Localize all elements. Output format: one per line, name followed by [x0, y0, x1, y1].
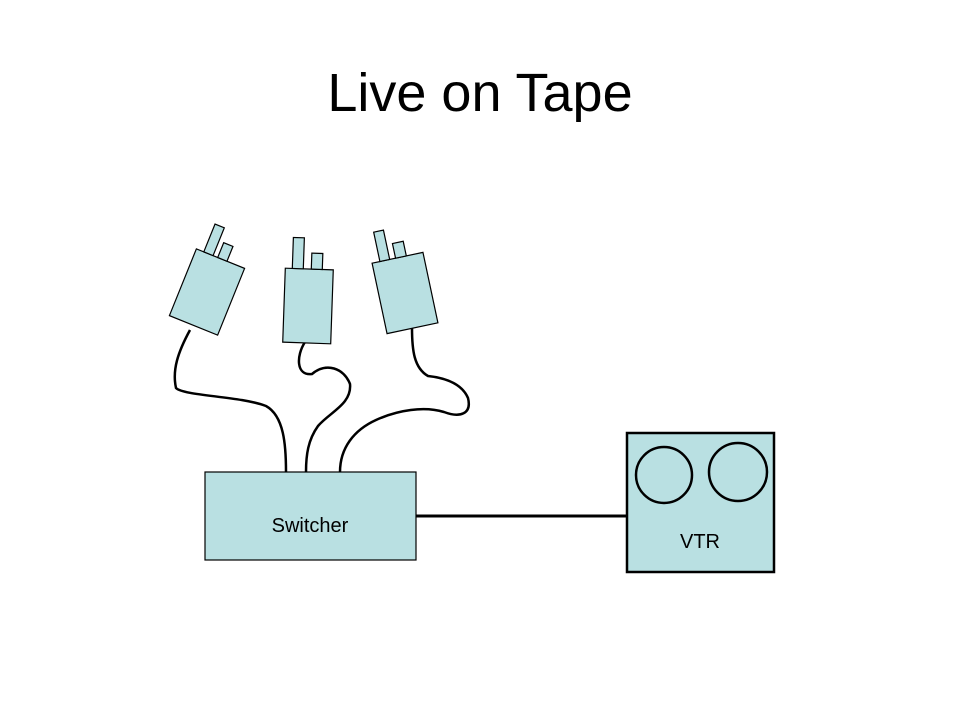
- camera-1: [168, 223, 246, 336]
- camera-cable-1: [173, 329, 288, 473]
- camera-1-lens: [203, 223, 226, 257]
- vtr-label: VTR: [680, 531, 720, 553]
- camera-2: [282, 236, 334, 345]
- camera-3-viewfinder: [391, 240, 408, 259]
- vtr-reel-right: [707, 441, 769, 503]
- camera-2-body: [282, 267, 334, 345]
- switcher-label: Switcher: [272, 515, 349, 537]
- slide-title: Live on Tape: [327, 63, 633, 123]
- camera-2-lens: [291, 236, 305, 270]
- camera-3: [371, 229, 439, 335]
- camera-3-body: [371, 251, 439, 335]
- camera-2-viewfinder: [310, 252, 324, 271]
- camera-cable-2: [297, 341, 352, 473]
- camera-cable-3: [338, 327, 471, 473]
- camera-1-viewfinder: [216, 241, 234, 263]
- switcher-box: [204, 471, 417, 561]
- camera-3-lens: [372, 229, 391, 263]
- camera-1-body: [168, 248, 246, 336]
- vtr-reel-left: [634, 445, 694, 505]
